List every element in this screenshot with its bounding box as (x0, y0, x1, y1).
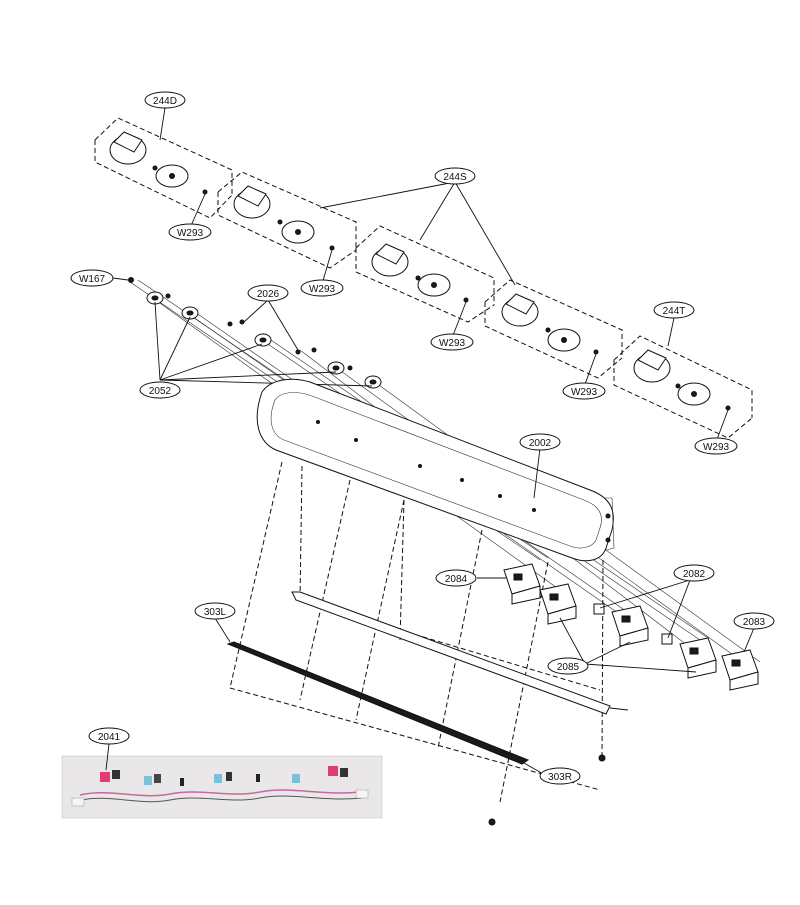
support-rail (291, 591, 629, 715)
bezel-washers-2052 (146, 291, 382, 389)
control-panel-2002 (256, 378, 615, 562)
callout-2026: 2026 (247, 284, 289, 302)
label-W167: W167 (79, 274, 106, 285)
label-303R: 303R (548, 772, 572, 783)
callout-W293-c: W293 (430, 333, 474, 351)
callout-W293-d: W293 (562, 382, 606, 400)
screws-2026 (128, 277, 353, 371)
knob-assembly-244T (613, 335, 753, 439)
label-2082: 2082 (683, 569, 706, 580)
wire-harness-photo-2041 (61, 743, 383, 819)
knob-assembly-244S-3 (484, 279, 623, 379)
label-2041: 2041 (98, 732, 121, 743)
switch-2083 (721, 649, 759, 691)
callout-2082: 2082 (673, 564, 715, 582)
callout-W293-a: W293 (168, 223, 212, 241)
switch-leader-lines (477, 577, 755, 673)
label-2083: 2083 (743, 617, 766, 628)
label-2026: 2026 (257, 289, 280, 300)
trim-strip-303 (214, 617, 606, 826)
callout-W167: W167 (70, 269, 114, 287)
callout-2085: 2085 (547, 657, 589, 675)
label-2085: 2085 (557, 662, 580, 673)
callout-2002: 2002 (519, 433, 561, 451)
callout-W293-b: W293 (300, 279, 344, 297)
parts-leader-lines (112, 277, 373, 387)
callout-2052: 2052 (139, 381, 181, 399)
label-244D: 244D (153, 96, 177, 107)
knob-assembly-244S-1 (217, 171, 357, 269)
label-244T: 244T (663, 306, 686, 317)
knob-assembly-244D (94, 117, 233, 219)
label-303L: 303L (204, 607, 227, 618)
callout-2084: 2084 (435, 569, 477, 587)
label-W293-a: W293 (177, 228, 204, 239)
callout-303L: 303L (194, 602, 236, 620)
callout-244D: 244D (144, 91, 186, 109)
switch-2084 (503, 563, 541, 605)
label-W293-c: W293 (439, 338, 466, 349)
callout-2083: 2083 (733, 612, 775, 630)
label-244S: 244S (443, 172, 467, 183)
label-W293-b: W293 (309, 284, 336, 295)
callout-244T: 244T (653, 301, 695, 319)
callout-244S: 244S (434, 167, 476, 185)
label-W293-e: W293 (703, 442, 730, 453)
label-2002: 2002 (529, 438, 552, 449)
callout-W293-e: W293 (694, 437, 738, 455)
switch-2085-3 (661, 633, 717, 679)
knob-leader-lines (159, 107, 729, 443)
knob-assembly-244S-2 (355, 225, 495, 323)
callout-303R: 303R (539, 767, 581, 785)
switch-2085-1 (539, 583, 577, 625)
callout-2041: 2041 (88, 727, 130, 745)
label-2084: 2084 (445, 574, 468, 585)
label-2052: 2052 (149, 386, 172, 397)
switch-2085-2 (593, 603, 649, 647)
label-W293-d: W293 (571, 387, 598, 398)
